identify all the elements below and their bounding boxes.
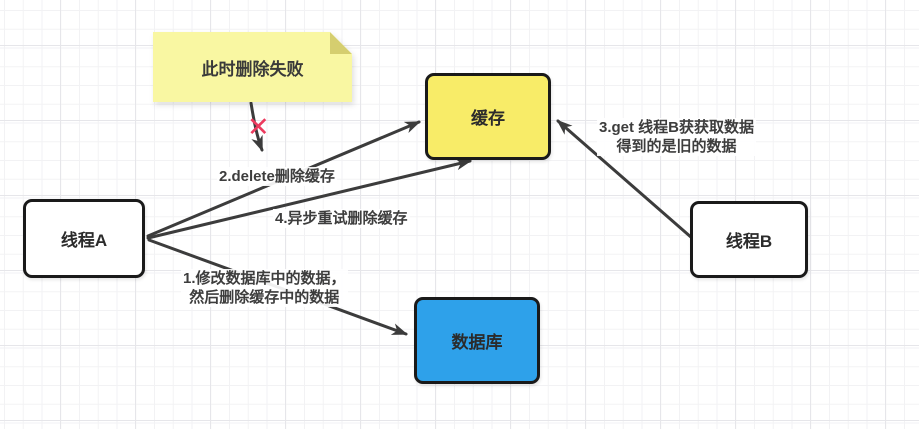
sticky-note: 此时删除失败 [153, 32, 352, 102]
edge-label-step1-line2: 然后删除缓存中的数据 [189, 289, 340, 306]
edge-label-step1-line1: 1.修改数据库中的数据， [183, 270, 346, 287]
node-thread-b: 线程B [690, 201, 808, 278]
node-database: 数据库 [414, 297, 540, 384]
node-cache-label: 缓存 [471, 109, 505, 128]
node-thread-a-label: 线程A [60, 231, 108, 250]
delete-failed-x-icon: ✕ [247, 112, 270, 142]
node-thread-b-label: 线程B [725, 232, 773, 251]
edge-step3-get-old-data [556, 119, 694, 240]
edge-step4-async-retry [146, 158, 472, 240]
edge-label-step2: 2.delete删除缓存 [217, 167, 337, 186]
note-text: 此时删除失败 [201, 59, 304, 79]
node-thread-a: 线程A [23, 199, 145, 278]
edge-label-step4: 4.异步重试删除缓存 [273, 209, 410, 228]
note-fold-icon [330, 32, 352, 54]
edge-label-step3: 3.get 线程B获获取数据 得到的是旧的数据 [597, 118, 757, 156]
edge-label-step3-line1: 3.get 线程B获获取数据 [599, 119, 755, 136]
node-database-label: 数据库 [451, 333, 503, 352]
edge-label-step1: 1.修改数据库中的数据， 然后删除缓存中的数据 [181, 269, 348, 307]
edge-label-step3-line2: 得到的是旧的数据 [616, 138, 737, 155]
note-body: 此时删除失败 [153, 32, 352, 102]
node-cache: 缓存 [425, 73, 551, 160]
note-pointer-line [249, 101, 264, 152]
